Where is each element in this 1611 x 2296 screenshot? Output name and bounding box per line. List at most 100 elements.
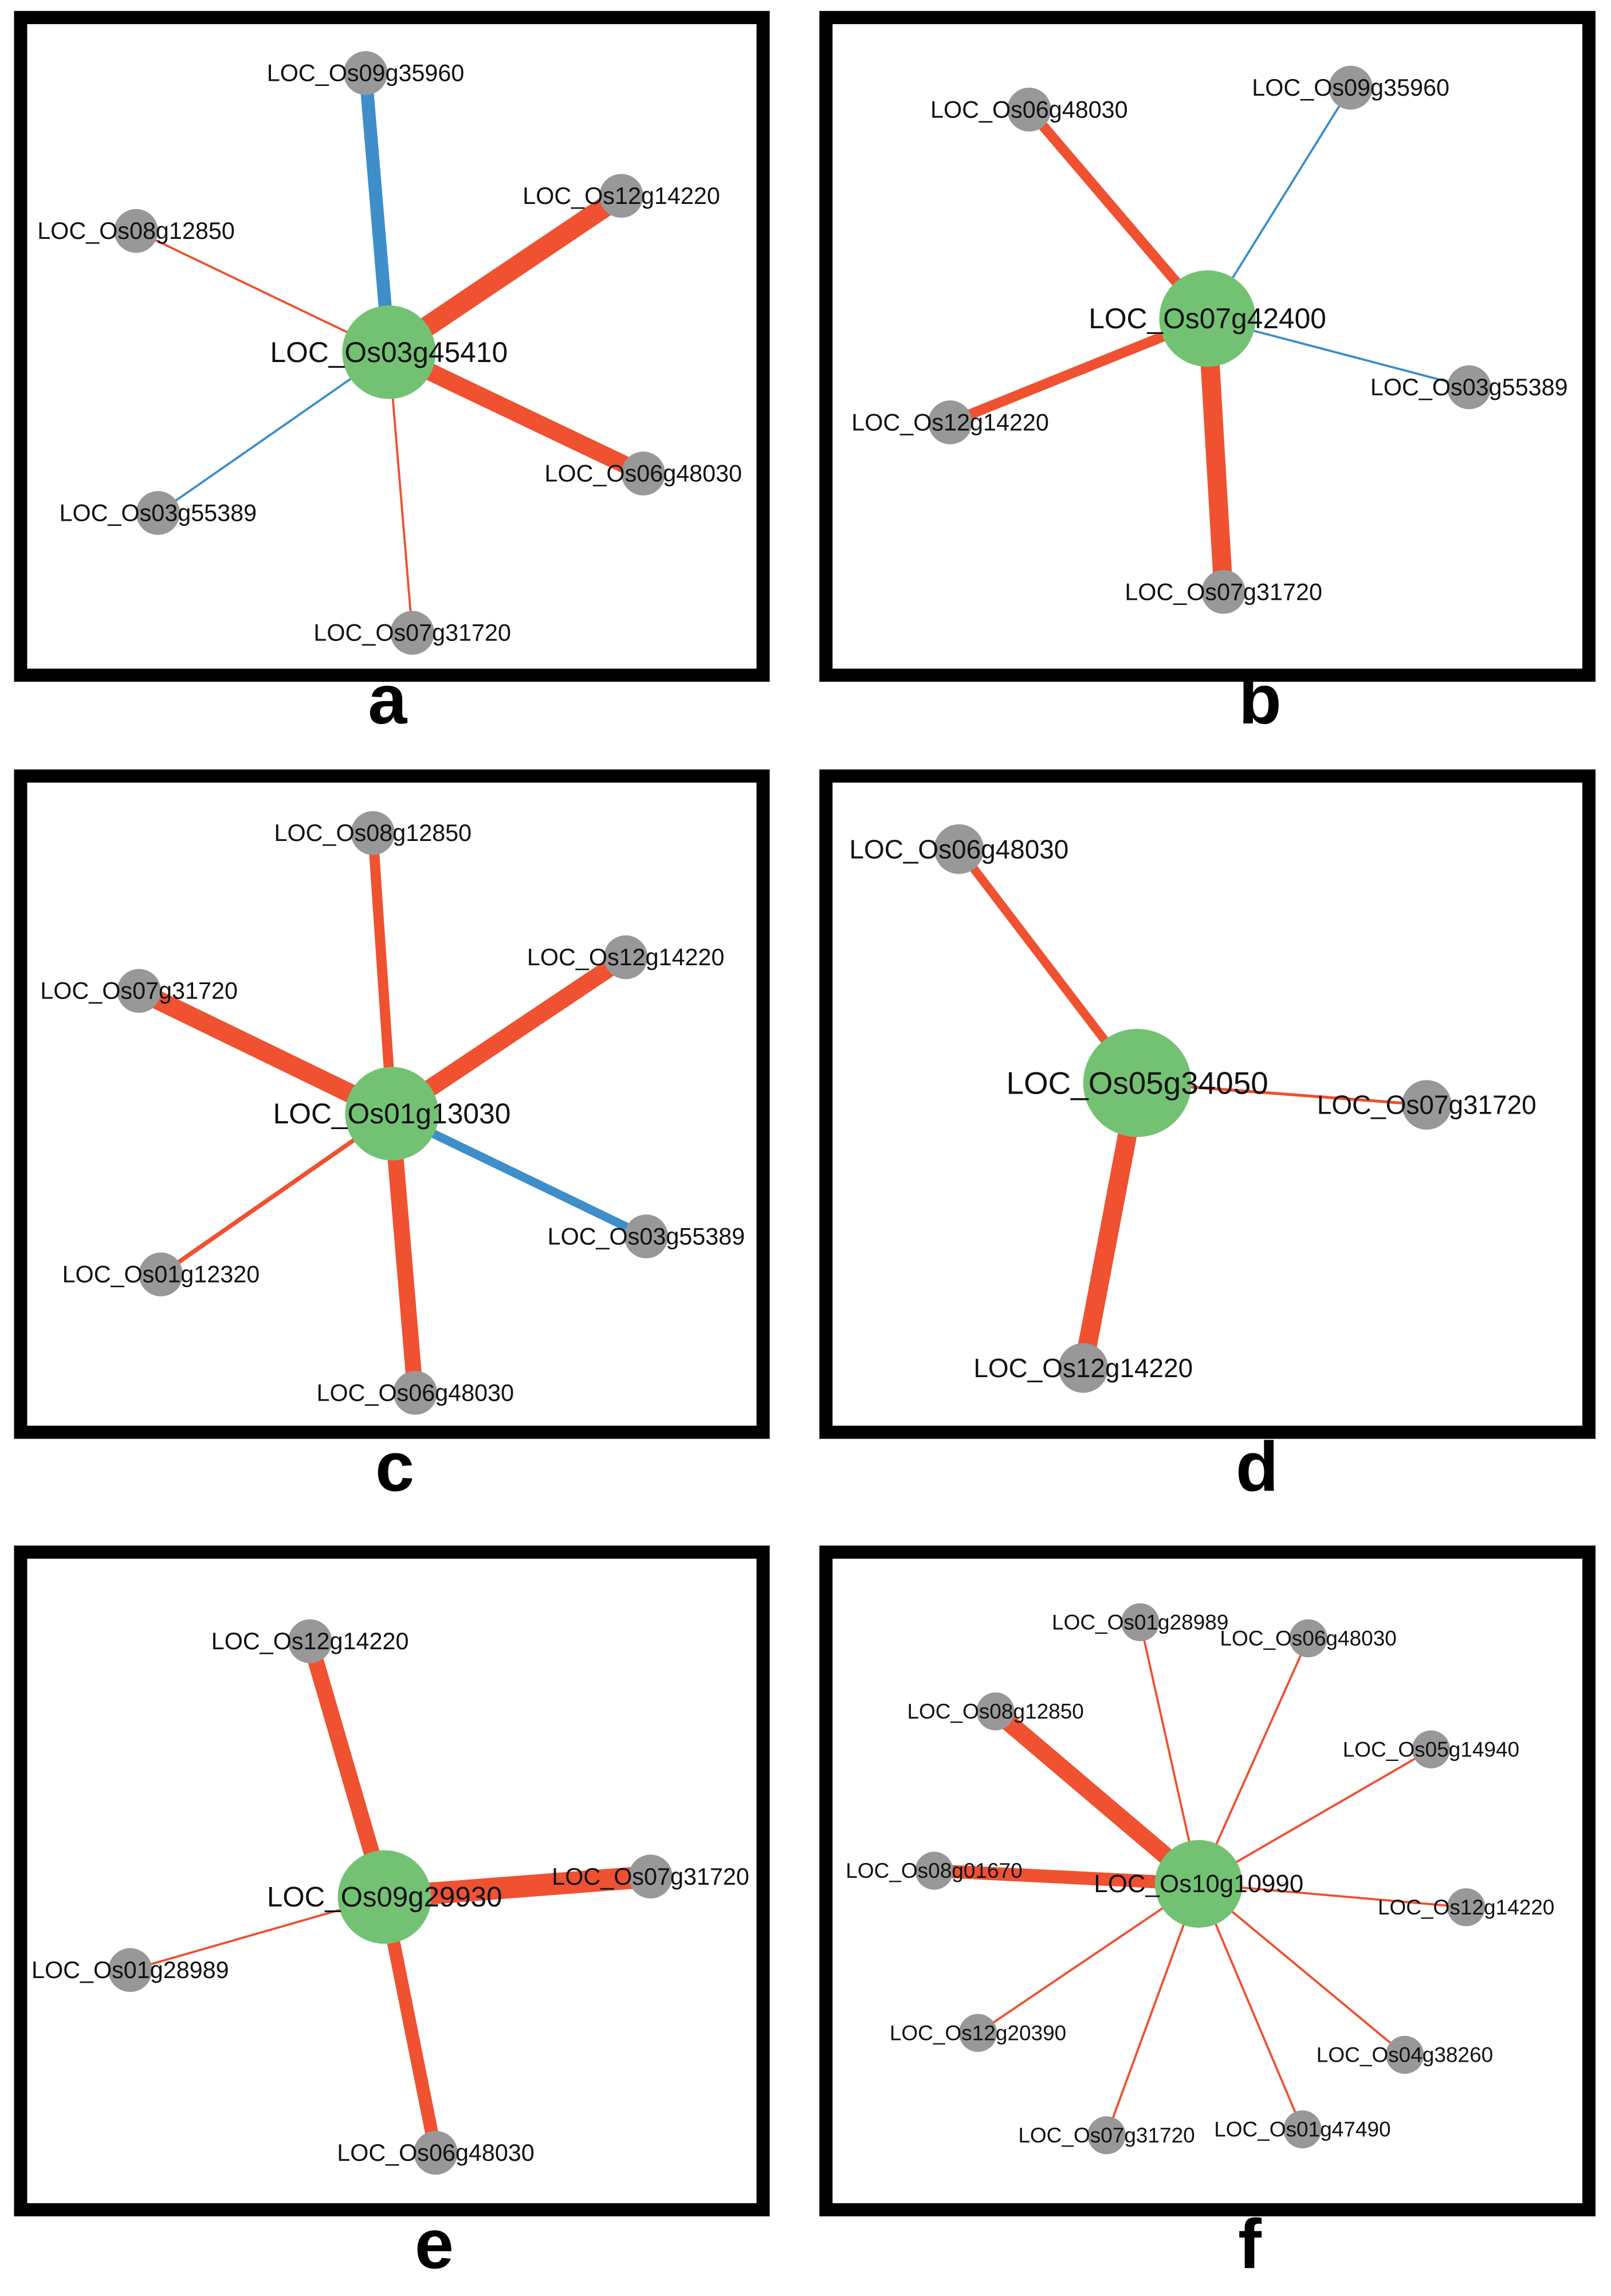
neighbor-node (393, 1371, 438, 1415)
edge-red (367, 832, 397, 1114)
neighbor-node (603, 935, 648, 980)
node-label: LOC_Os12g20390 (890, 2021, 1066, 2045)
edge-blue (390, 1110, 649, 1241)
neighbor-node (351, 811, 395, 855)
hub-node (1083, 1029, 1192, 1137)
node-label: LOC_Os07g31720 (1317, 1090, 1537, 1120)
hub-label: LOC_Os10g10990 (1094, 1870, 1303, 1898)
neighbor-node (390, 611, 434, 655)
hub-node (1159, 270, 1256, 367)
edge-red (1197, 1638, 1310, 1885)
node-label: LOC_Os04g38260 (1317, 2043, 1493, 2067)
panel-letter: e (415, 2205, 454, 2283)
edge-red (387, 352, 414, 633)
hub-node (345, 1067, 439, 1161)
node-label: LOC_Os07g31720 (552, 1863, 749, 1890)
neighbor-node (1412, 1730, 1451, 1769)
node-label: LOC_Os01g28989 (32, 1957, 229, 1983)
neighbor-node (934, 824, 984, 874)
node-label: LOC_Os12g14220 (527, 944, 725, 970)
node-label: LOC_Os01g28989 (1052, 1610, 1228, 1634)
node-label: LOC_Os06g48030 (849, 834, 1068, 864)
node-label: LOC_Os03g55389 (59, 500, 257, 526)
neighbor-node (958, 2014, 997, 2052)
panel-b: LOC_Os06g48030 LOC_Os09g35960LOC_Os03g553… (819, 11, 1596, 738)
panel-a: LOC_Os09g35960LOC_Os12g14220LOC_Os08g128… (14, 11, 770, 738)
neighbor-node (139, 1252, 183, 1296)
panel-frame (819, 769, 1596, 1439)
node-label: LOC_Os09g35960 (267, 60, 465, 87)
edge-red (933, 1864, 1199, 1891)
neighbor-node (1058, 1343, 1109, 1393)
neighbor-node (1447, 365, 1491, 410)
edge-red (1197, 1883, 1304, 2130)
neighbor-node (1447, 1888, 1486, 1927)
neighbor-node (1385, 2035, 1424, 2074)
node-label: LOC_Os05g14940 (1343, 1737, 1519, 1761)
node-label: LOC_Os07g31720 (40, 978, 238, 1004)
neighbor-node (108, 1948, 152, 1992)
node-label: LOC_Os08g12850 (907, 1700, 1083, 1723)
edge-red (977, 1882, 1200, 2034)
node-label: LOC_Os06g48030 (544, 461, 742, 487)
node-label: LOC_Os12g14220 (211, 1628, 409, 1654)
panel-letter: a (368, 660, 407, 738)
hub-label: LOC_Os01g13030 (273, 1098, 511, 1130)
panel-letter: b (1239, 660, 1282, 738)
node-label: LOC_Os07g31720 (313, 620, 511, 646)
neighbor-node (915, 1851, 953, 1890)
edge-red (1198, 1748, 1432, 1885)
edge-red (1199, 1882, 1467, 1909)
neighbor-node (599, 174, 643, 218)
node-label: LOC_Os06g48030 (316, 1379, 514, 1406)
panel-f: LOC_Os01g28989LOC_Os06g48030LOC_Os08g128… (819, 1545, 1596, 2283)
node-label: LOC_Os12g14220 (522, 183, 720, 209)
node-label: LOC_Os12g14220 (851, 409, 1049, 435)
hub-node (337, 1850, 431, 1944)
hub-label: LOC_Os07g42400 (1089, 302, 1326, 335)
neighbor-node (117, 969, 161, 1013)
neighbor-node (414, 2130, 458, 2175)
edge-red (1105, 1883, 1200, 2136)
hub-label: LOC_Os09g29930 (267, 1881, 502, 1913)
hub-node (342, 305, 436, 399)
neighbor-node (114, 209, 158, 253)
node-label: LOC_Os09g35960 (1252, 74, 1449, 101)
node-label: LOC_Os06g48030 (337, 2140, 535, 2166)
panel-d: LOC_Os06g48030LOC_Os07g31720LOC_Os12g142… (819, 769, 1596, 1505)
edge-red (1139, 1622, 1200, 1884)
neighbor-node (976, 1692, 1015, 1731)
node-label: LOC_Os03g55389 (548, 1223, 745, 1249)
panel-letter: f (1238, 2205, 1262, 2283)
edge-red (159, 1111, 394, 1276)
node-label: LOC_Os06g48030 (1220, 1626, 1396, 1650)
node-label: LOC_Os07g31720 (1018, 2124, 1195, 2147)
edge-red (1198, 1883, 1406, 2056)
edge-red (135, 982, 396, 1122)
panel-c: LOC_Os08g12850LOC_Os12g14220LOC_Os07g317… (14, 769, 770, 1505)
panel-e: LOC_Os12g14220LOC_Os07g31720LOC_Os01g289… (14, 1545, 770, 2283)
neighbor-node (1201, 569, 1245, 614)
neighbor-node (288, 1619, 332, 1664)
node-label: LOC_Os06g48030 (930, 96, 1128, 123)
neighbor-node (628, 1854, 673, 1899)
neighbor-node (1283, 2110, 1322, 2149)
hub-node (1154, 1840, 1243, 1928)
neighbor-node (1007, 88, 1051, 132)
neighbor-node (136, 491, 180, 535)
node-label: LOC_Os01g12320 (62, 1261, 260, 1288)
hub-label: LOC_Os03g45410 (270, 336, 508, 368)
node-label: LOC_Os07g31720 (1125, 579, 1322, 605)
node-label: LOC_Os12g14220 (973, 1353, 1193, 1383)
node-label: LOC_Os08g12850 (274, 820, 472, 846)
neighbor-node (928, 400, 972, 445)
neighbor-node (1329, 65, 1373, 110)
neighbor-node (1401, 1080, 1452, 1130)
node-label: LOC_Os12g14220 (1378, 1896, 1554, 1919)
hub-label: LOC_Os05g34050 (1006, 1065, 1268, 1100)
neighbor-node (624, 1214, 669, 1259)
node-label: LOC_Os03g55389 (1370, 374, 1568, 400)
neighbor-node (343, 51, 388, 95)
panel-letter: c (375, 1427, 414, 1505)
neighbor-node (1087, 2116, 1126, 2155)
